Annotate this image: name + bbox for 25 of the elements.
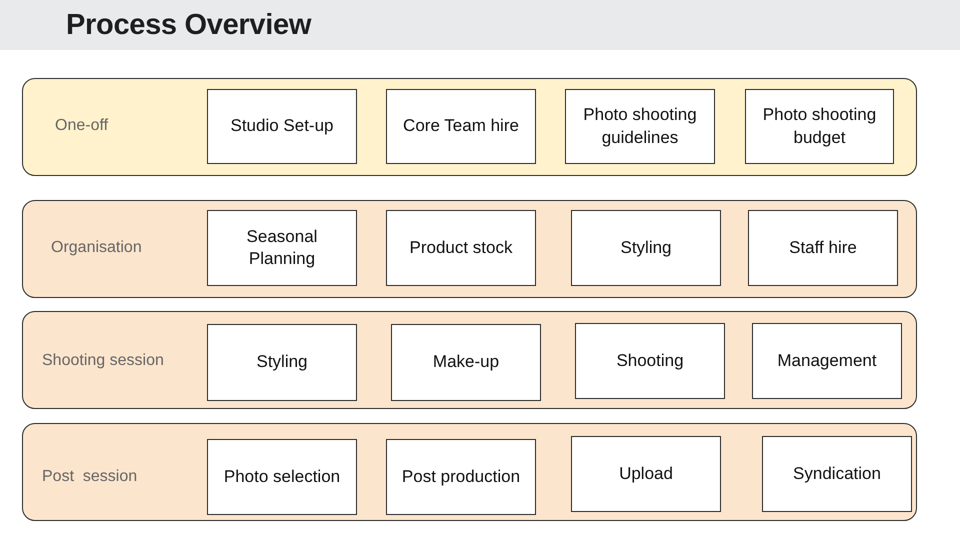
process-box: Photo selection [207,439,357,515]
process-box: Syndication [762,436,912,512]
process-box: Styling [207,324,357,401]
swimlane-band [22,200,917,298]
lane-label: One-off [55,117,108,135]
process-box: Styling [571,210,721,286]
process-box: Core Team hire [386,89,536,164]
process-box: Staff hire [748,210,898,286]
process-box: Photo shooting guidelines [565,89,715,164]
process-box: Studio Set-up [207,89,357,164]
process-box: Shooting [575,323,725,399]
lane-label: Organisation [51,239,142,257]
lane-label: Shooting session [42,352,164,370]
lane-label: Post session [42,468,138,486]
process-box: Management [752,323,902,399]
swimlane-band [22,78,917,176]
process-box: Post production [386,439,536,515]
process-box: Make-up [391,324,541,401]
page-title: Process Overview [66,9,312,42]
swimlane-band [22,311,917,409]
process-box: Product stock [386,210,536,286]
swimlane-band [22,423,917,521]
process-box: Photo shooting budget [745,89,894,164]
process-box: Seasonal Planning [207,210,357,286]
process-box: Upload [571,436,721,512]
